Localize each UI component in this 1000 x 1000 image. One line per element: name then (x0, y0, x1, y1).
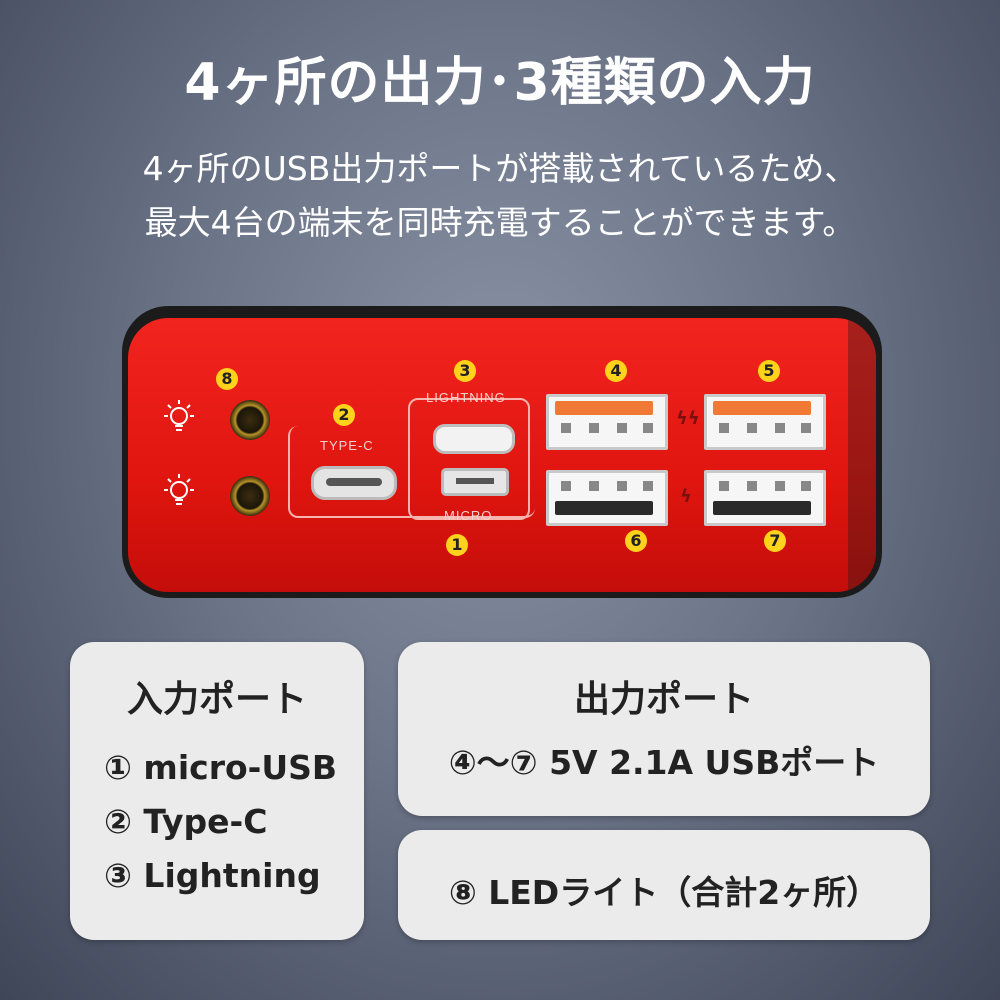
badge-8: 8 (216, 368, 238, 390)
lightbulb-icon (164, 400, 194, 431)
input-item-type-c: ② Type-C (104, 802, 268, 841)
badge-3: 3 (454, 360, 476, 382)
badge-4: 4 (605, 360, 627, 382)
subtitle-line-2: 最大4台の端末を同時充電することができます。 (144, 203, 856, 242)
headline: 4ヶ所の出力･3種類の入力 (184, 53, 816, 113)
badge-5: 5 (758, 360, 780, 382)
input-item-micro-usb: ① micro-USB (104, 748, 338, 787)
type-c-port (311, 466, 397, 500)
badge-2: 2 (333, 404, 355, 426)
subtitle-line-1: 4ヶ所のUSB出力ポートが搭載されているため、 (142, 149, 858, 188)
usb-a-port-7 (704, 470, 826, 526)
lightning-port (433, 424, 515, 454)
output-ports-title: 出力ポート (573, 679, 754, 720)
led-light-top (230, 400, 270, 440)
led-light-bottom (230, 476, 270, 516)
power-bank-port-panel: 8 2 TYPE-C 3 LIGHTNING (128, 318, 876, 592)
lightning-bolt-icon: ϟ (680, 486, 692, 507)
power-bank: 8 2 TYPE-C 3 LIGHTNING (122, 306, 882, 598)
micro-label: MICRO (444, 508, 493, 523)
micro-usb-port (441, 468, 509, 496)
usb-a-port-6 (546, 470, 668, 526)
input-ports-title: 入力ポート (126, 679, 307, 720)
input-item-lightning: ③ Lightning (104, 856, 321, 895)
type-c-label: TYPE-C (320, 438, 374, 453)
badge-7: 7 (764, 530, 786, 552)
input-ports-card: 入力ポート ① micro-USB ② Type-C ③ Lightning (70, 642, 364, 940)
output-ports-card: 出力ポート ④～⑦ 5V 2.1A USBポート (398, 642, 930, 816)
badge-1: 1 (446, 534, 468, 556)
lightning-bolt-icon: ϟϟ (676, 408, 700, 429)
output-item-usb: ④～⑦ 5V 2.1A USBポート (448, 743, 880, 782)
badge-6: 6 (625, 530, 647, 552)
usb-a-port-5 (704, 394, 826, 450)
input-port-frame-right (408, 398, 530, 520)
lightbulb-icon (164, 474, 194, 505)
usb-a-port-4 (546, 394, 668, 450)
lightning-label: LIGHTNING (426, 390, 506, 405)
led-light-text: ⑧ LEDライト（合計2ヶ所） (448, 873, 880, 912)
led-light-card: ⑧ LEDライト（合計2ヶ所） (398, 830, 930, 940)
